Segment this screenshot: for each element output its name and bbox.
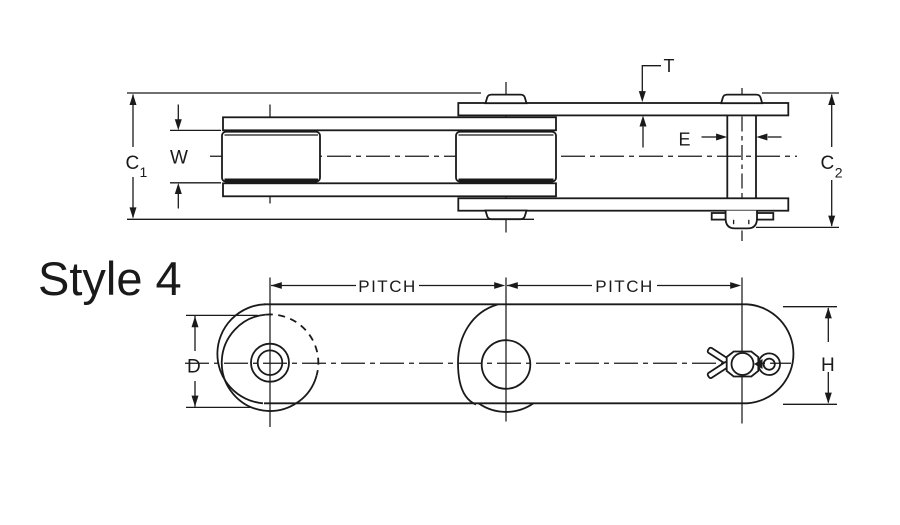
centerlines-plan xyxy=(185,277,791,427)
dim-label-pitch-left: PITCH xyxy=(358,277,417,296)
h-dimension: H xyxy=(783,306,837,405)
plate-outline-plan xyxy=(216,303,795,406)
roller-bulge-arc xyxy=(477,402,535,413)
w-dimension: W xyxy=(170,104,221,209)
arrow-up-icon xyxy=(639,115,647,127)
pin-body-side xyxy=(726,115,757,199)
roller-plan-middle xyxy=(477,339,535,413)
bushing-circle xyxy=(250,342,290,383)
plan-view: PITCH PITCH D H xyxy=(185,277,837,427)
c1-dimension: C 1 xyxy=(126,92,534,220)
style-title: Style 4 xyxy=(38,252,182,305)
pin-end-with-cotter xyxy=(724,210,758,230)
bushing-circle xyxy=(480,339,532,390)
pitch-dimensions: PITCH PITCH xyxy=(270,277,742,296)
pin-link-plates xyxy=(457,102,790,212)
arrow-up-icon xyxy=(174,183,182,194)
cotter-eye-outer xyxy=(757,352,781,376)
e-dimension: E xyxy=(679,130,782,150)
pin-hole-circle xyxy=(256,349,284,376)
dim-label-c2: C xyxy=(821,153,835,174)
arrow-up-icon xyxy=(824,307,832,319)
arrow-down-icon xyxy=(828,215,836,227)
dim-label-t: T xyxy=(664,56,675,76)
dim-label-e: E xyxy=(679,130,691,150)
arrow-down-icon xyxy=(824,392,832,404)
pin1-top-head xyxy=(484,93,528,105)
dim-label-h: H xyxy=(821,355,835,376)
middle-plate-end-arc xyxy=(457,303,498,406)
pin-heads-side xyxy=(484,93,764,221)
roller-hidden-arc xyxy=(265,313,320,376)
arrow-left-icon xyxy=(506,282,518,289)
cotter-pin-plan xyxy=(706,346,781,379)
side-view: C 1 W T E xyxy=(126,56,843,241)
dim-label-pitch-right: PITCH xyxy=(595,277,654,296)
roller-2 xyxy=(455,130,557,183)
pin1-bottom-head xyxy=(484,209,528,221)
outer-plate-bottom-bar xyxy=(457,197,790,212)
cotter-eye-inner xyxy=(762,357,776,371)
dim-label-c2-sub: 2 xyxy=(835,165,843,181)
dim-label-c1: C xyxy=(126,153,140,174)
roller-1 xyxy=(221,130,321,183)
arrow-right-icon xyxy=(494,282,506,289)
arrow-up-icon xyxy=(828,94,836,105)
inner-plate-bottom-bar xyxy=(222,182,557,198)
cotter-pin-side xyxy=(710,210,775,230)
plate-left-end-arc xyxy=(216,303,266,405)
arrow-right-icon xyxy=(730,282,742,289)
arrow-down-icon xyxy=(174,119,182,131)
arrow-up-icon xyxy=(191,316,199,328)
dim-label-w: W xyxy=(170,148,188,169)
arrow-down-icon xyxy=(638,91,646,103)
roller-link-plates xyxy=(222,116,557,198)
arrow-right-icon xyxy=(716,133,728,141)
inner-plate-top-bar xyxy=(222,116,557,132)
pin2-top-head xyxy=(719,93,764,105)
d-dimension: D xyxy=(186,314,258,409)
arrow-down-icon xyxy=(129,207,137,219)
roller-plan-left xyxy=(220,313,320,412)
outer-plate-top-bar xyxy=(457,102,790,117)
arrow-left-icon xyxy=(270,282,282,289)
arrow-left-icon xyxy=(756,133,768,141)
pin-head-octagon xyxy=(725,350,760,378)
plate-right-end-arc xyxy=(746,303,795,405)
roller-visible-arc xyxy=(220,313,318,412)
t-dimension: T xyxy=(638,56,675,148)
dim-label-c1-sub: 1 xyxy=(140,164,148,180)
pin-end-circle xyxy=(730,352,755,376)
dim-label-d: D xyxy=(187,357,201,378)
arrow-down-icon xyxy=(191,395,199,407)
arrow-up-icon xyxy=(129,94,137,105)
c2-dimension: C 2 xyxy=(756,92,843,229)
